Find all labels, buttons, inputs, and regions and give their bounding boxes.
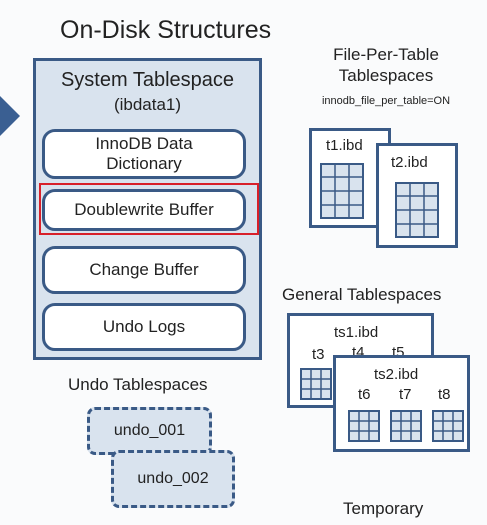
- doublewrite-buffer-label: Doublewrite Buffer: [74, 200, 214, 219]
- system-tablespace-title: System Tablespace: [60, 69, 235, 91]
- t2-table-icon: [395, 182, 439, 238]
- doublewrite-highlight: [39, 183, 259, 235]
- doublewrite-buffer-item: Doublewrite Buffer: [42, 189, 246, 231]
- ts2-file-label: ts2.ibd: [374, 366, 419, 383]
- undo-002-label: undo_002: [137, 470, 209, 487]
- system-tablespace-subtitle: (ibdata1): [113, 95, 182, 114]
- change-buffer-item: Change Buffer: [42, 246, 246, 294]
- undo-001-label: undo_001: [113, 422, 186, 439]
- undo-logs-label: Undo Logs: [102, 317, 186, 336]
- data-dictionary-label-line1: InnoDB Data: [95, 134, 193, 153]
- t1-table-icon: [320, 163, 364, 219]
- t8-table-icon: [432, 410, 464, 442]
- undo-001-file: undo_001: [87, 407, 212, 455]
- page-title: On-Disk Structures: [60, 16, 272, 44]
- file-per-table-setting: innodb_file_per_table=ON: [321, 95, 451, 107]
- t6-label: t6: [358, 386, 371, 403]
- undo-logs-item: Undo Logs: [42, 303, 246, 351]
- t2-file-label: t2.ibd: [391, 154, 428, 171]
- file-per-table-title-line2: Tablespaces: [338, 66, 434, 85]
- t6-table-icon: [348, 410, 380, 442]
- t3-label: t3: [312, 346, 325, 363]
- left-arrow-icon: [0, 96, 20, 136]
- t8-label: t8: [438, 386, 451, 403]
- temporary-title: Temporary: [343, 499, 424, 518]
- general-tablespaces-title: General Tablespaces: [282, 285, 442, 304]
- t7-label: t7: [399, 386, 412, 403]
- system-tablespace-box: System Tablespace (ibdata1) InnoDB Data …: [33, 58, 262, 360]
- data-dictionary-item: InnoDB Data Dictionary: [42, 129, 246, 179]
- system-tablespace-heading: System Tablespace (ibdata1): [36, 69, 259, 116]
- change-buffer-label: Change Buffer: [89, 260, 199, 279]
- file-per-table-title-line1: File-Per-Table: [333, 45, 439, 64]
- t7-table-icon: [390, 410, 422, 442]
- undo-tablespaces-title: Undo Tablespaces: [68, 375, 208, 394]
- t2-file: t2.ibd: [376, 143, 458, 248]
- file-per-table-heading: File-Per-Table Tablespaces: [300, 44, 472, 86]
- ts2-file: ts2.ibd t6 t7 t8: [333, 355, 470, 452]
- undo-002-file: undo_002: [111, 450, 235, 508]
- data-dictionary-label-line2: Dictionary: [106, 154, 182, 173]
- ts1-file-label: ts1.ibd: [334, 324, 379, 341]
- t1-file-label: t1.ibd: [326, 137, 363, 154]
- t3-table-icon: [300, 368, 332, 400]
